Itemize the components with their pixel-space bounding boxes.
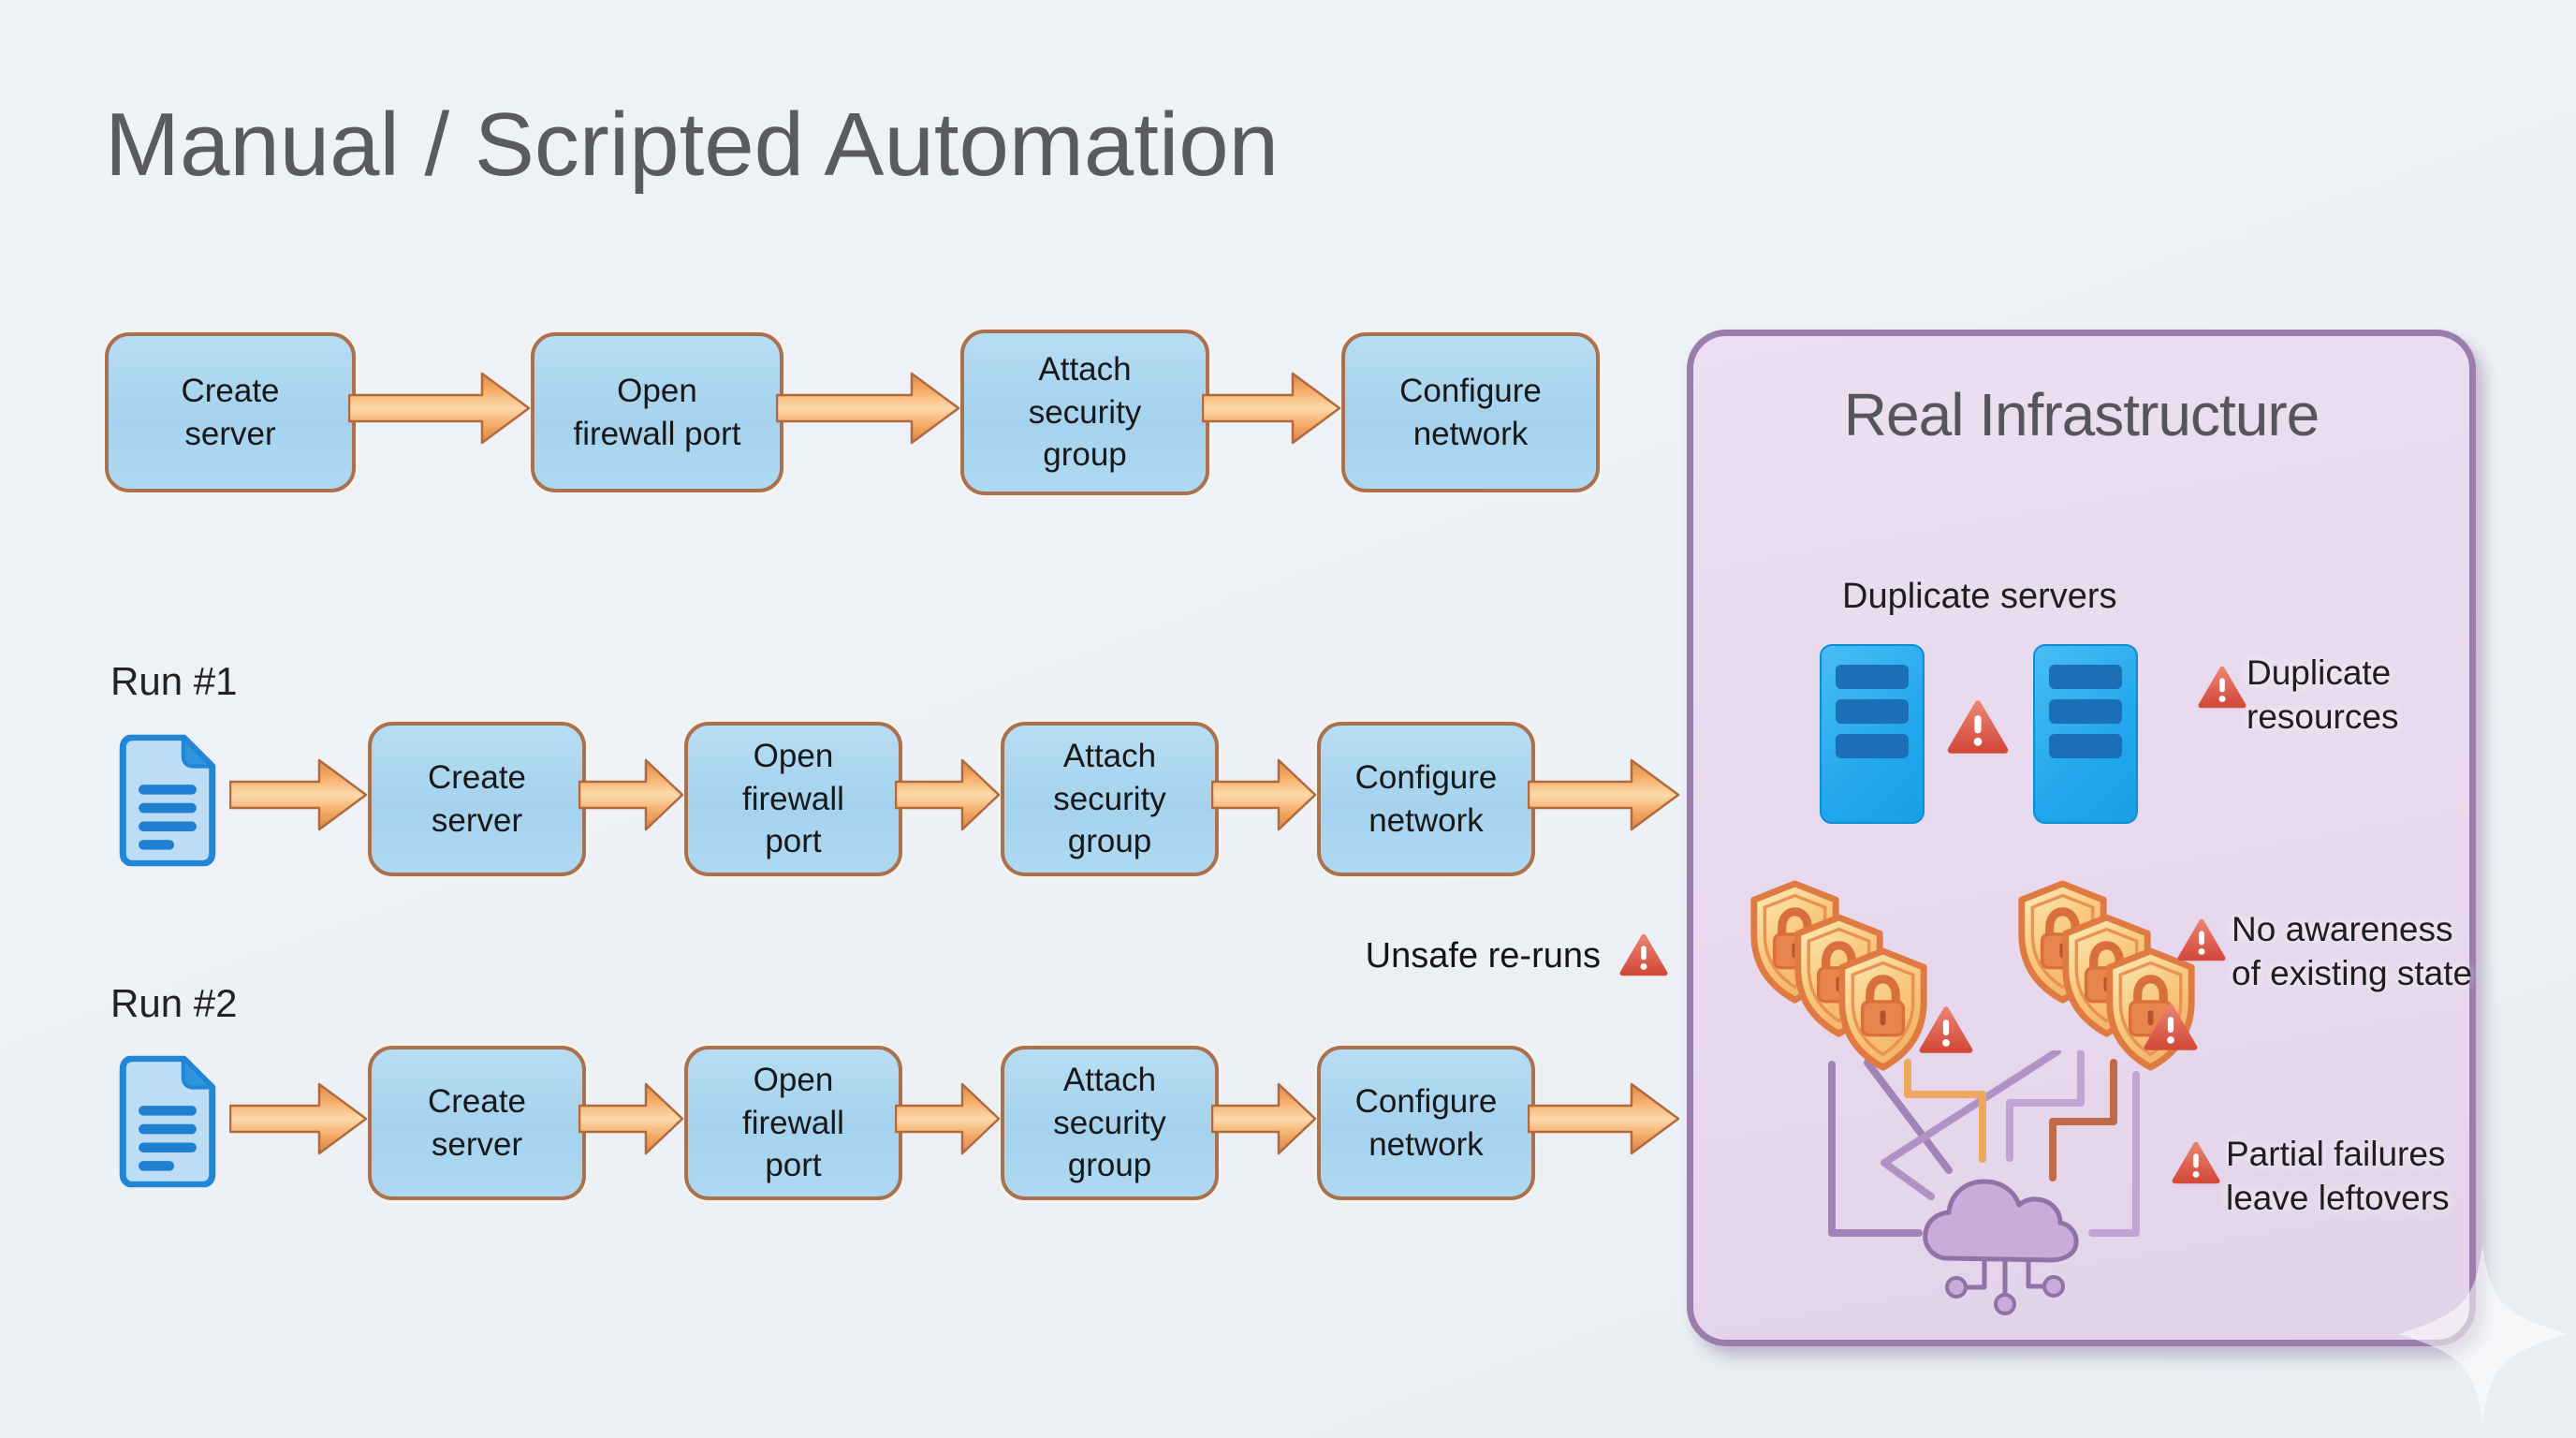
- flow-arrow-icon: [1528, 1082, 1680, 1155]
- step-create-server: Create server: [105, 332, 356, 492]
- flow-arrow-icon: [1528, 758, 1680, 831]
- security-group-shields-icon: [1741, 878, 1939, 1075]
- sparkle-decoration: [2398, 1245, 2567, 1423]
- flow-arrow-icon: [895, 1082, 1001, 1155]
- step-configure-network: Configure network: [1317, 722, 1535, 876]
- warning-icon: [1947, 698, 2009, 756]
- run1-label: Run #1: [110, 659, 238, 703]
- flow-arrow-icon: [578, 1082, 684, 1155]
- step-open-firewall-port: Open firewall port: [684, 722, 902, 876]
- tangled-connections-icon: [1828, 1050, 2140, 1315]
- annotation-duplicate-resources: Duplicate resources: [2247, 653, 2399, 736]
- step-create-server: Create server: [368, 722, 586, 876]
- page-title: Manual / Scripted Automation: [105, 95, 1280, 195]
- step-attach-security-group: Attach security group: [1001, 722, 1219, 876]
- warning-icon: [2144, 1002, 2198, 1052]
- panel-title: Real Infrastructure: [1843, 381, 2320, 448]
- step-configure-network: Configure network: [1317, 1046, 1535, 1200]
- flow-arrow-icon: [1202, 372, 1341, 445]
- step-open-firewall-port: Open firewall port: [531, 332, 783, 492]
- flow-arrow-icon: [229, 1082, 368, 1155]
- flow-arrow-icon: [348, 372, 531, 445]
- script-document-icon: [112, 1053, 223, 1190]
- flow-arrow-icon: [1211, 1082, 1317, 1155]
- server-icon: [2033, 644, 2138, 824]
- step-open-firewall-port: Open firewall port: [684, 1046, 902, 1200]
- step-configure-network: Configure network: [1341, 332, 1600, 492]
- warning-icon: [2172, 1140, 2220, 1185]
- annotation-partial-failures: Partial failures leave leftovers: [2226, 1135, 2450, 1217]
- annotation-no-awareness: No awareness of existing state: [2232, 910, 2473, 992]
- real-infrastructure-panel: [1687, 330, 2476, 1346]
- unsafe-reruns-label: Unsafe re-runs: [1365, 936, 1601, 976]
- step-create-server: Create server: [368, 1046, 586, 1200]
- server-icon: [1820, 644, 1925, 824]
- network-cloud-icon: [1923, 1179, 2079, 1315]
- warning-icon: [2177, 917, 2226, 962]
- run2-label: Run #2: [110, 981, 238, 1025]
- flow-arrow-icon: [1211, 758, 1317, 831]
- flow-arrow-icon: [776, 372, 960, 445]
- warning-icon: [2198, 665, 2247, 710]
- warning-icon: [1919, 1005, 1973, 1055]
- script-document-icon: [112, 732, 223, 869]
- step-attach-security-group: Attach security group: [1001, 1046, 1219, 1200]
- flow-arrow-icon: [229, 758, 368, 831]
- warning-icon: [1619, 932, 1668, 977]
- flow-arrow-icon: [895, 758, 1001, 831]
- flow-arrow-icon: [578, 758, 684, 831]
- step-attach-security-group: Attach security group: [960, 330, 1209, 495]
- duplicate-servers-label: Duplicate servers: [1842, 577, 2117, 616]
